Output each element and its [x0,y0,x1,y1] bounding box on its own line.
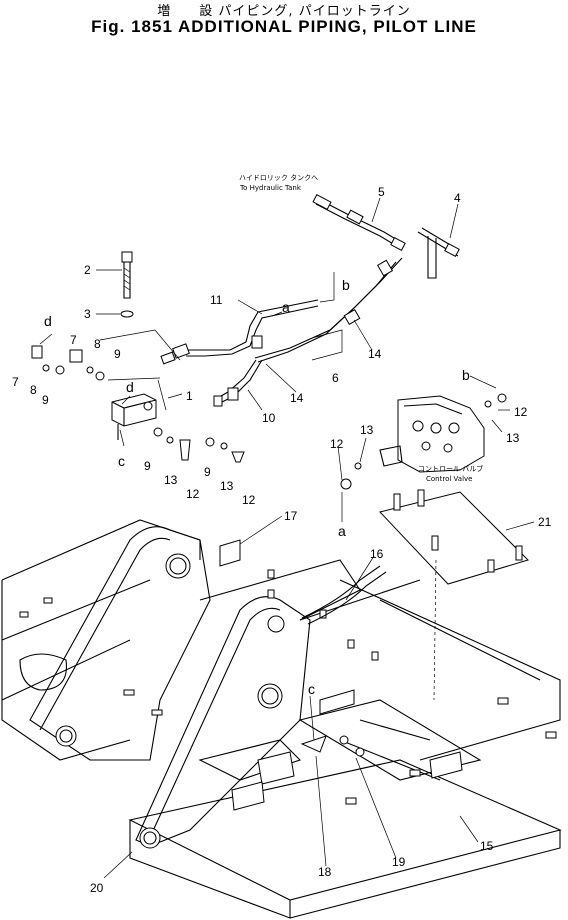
control-valve [340,393,507,490]
callout-13-d: 13 [506,431,520,445]
callout-letter-c-lower: c [308,681,315,697]
callout-13-b: 13 [220,479,234,493]
callout-13-c: 13 [360,423,374,437]
leader-lines [39,197,535,879]
callout-17: 17 [284,509,298,523]
page-title-japanese: 増 設 パイピング, パイロットライン [157,4,411,19]
valve-note-japanese: コントロール バルブ [418,464,483,473]
callout-letter-c-upper: c [118,453,125,469]
callout-labels: 1 2 3 4 5 6 7 7 8 8 9 9 9 9 10 11 12 12 … [12,185,552,895]
callout-13-a: 13 [164,473,178,487]
callout-19: 19 [392,855,406,869]
callout-12-c: 12 [330,437,344,451]
callout-9-lower: 9 [144,459,151,473]
callout-15: 15 [480,839,494,853]
callout-12-d: 12 [514,405,528,419]
tank-note-japanese: ハイドロリック タンクへ [239,173,318,182]
mounting-plate [379,489,529,701]
callout-4: 4 [454,191,461,205]
callout-7-right: 7 [70,333,77,347]
callout-8-left: 8 [30,383,37,397]
callout-18: 18 [318,865,332,879]
callout-2: 2 [84,263,91,277]
callout-letter-b-upper: b [342,277,350,293]
callout-7-left: 7 [12,375,19,389]
callout-6: 6 [332,371,339,385]
callout-3: 3 [84,307,91,321]
callout-1: 1 [186,389,193,403]
callout-9-mid: 9 [204,465,211,479]
tank-note: To Hydraulic Tank [239,184,302,192]
callout-14-a: 14 [290,391,304,405]
callout-12-b: 12 [242,493,256,507]
valve-note: Control Valve [426,475,472,483]
callout-14-b: 14 [368,347,382,361]
callout-5: 5 [378,185,385,199]
callout-letter-d-left: d [44,313,52,329]
callout-9-upper: 9 [114,347,121,361]
callout-letter-d-mid: d [126,379,134,395]
letter-callouts: a a b b c c d d [44,277,470,697]
callout-letter-b-right: b [462,367,470,383]
callout-20: 20 [90,881,104,895]
callout-8-right: 8 [94,337,101,351]
callout-10: 10 [262,411,276,425]
frame-structure [1,519,562,919]
page-title: Fig. 1851 ADDITIONAL PIPING, PILOT LINE [91,17,477,36]
pilot-pipe-assembly [31,194,460,463]
callout-9-left: 9 [42,393,49,407]
callout-21: 21 [538,515,552,529]
callout-12-a: 12 [186,487,200,501]
callout-11: 11 [210,293,223,307]
callout-16: 16 [370,547,384,561]
callout-letter-a-upper: a [282,299,290,315]
callout-letter-a-lower: a [338,523,346,539]
